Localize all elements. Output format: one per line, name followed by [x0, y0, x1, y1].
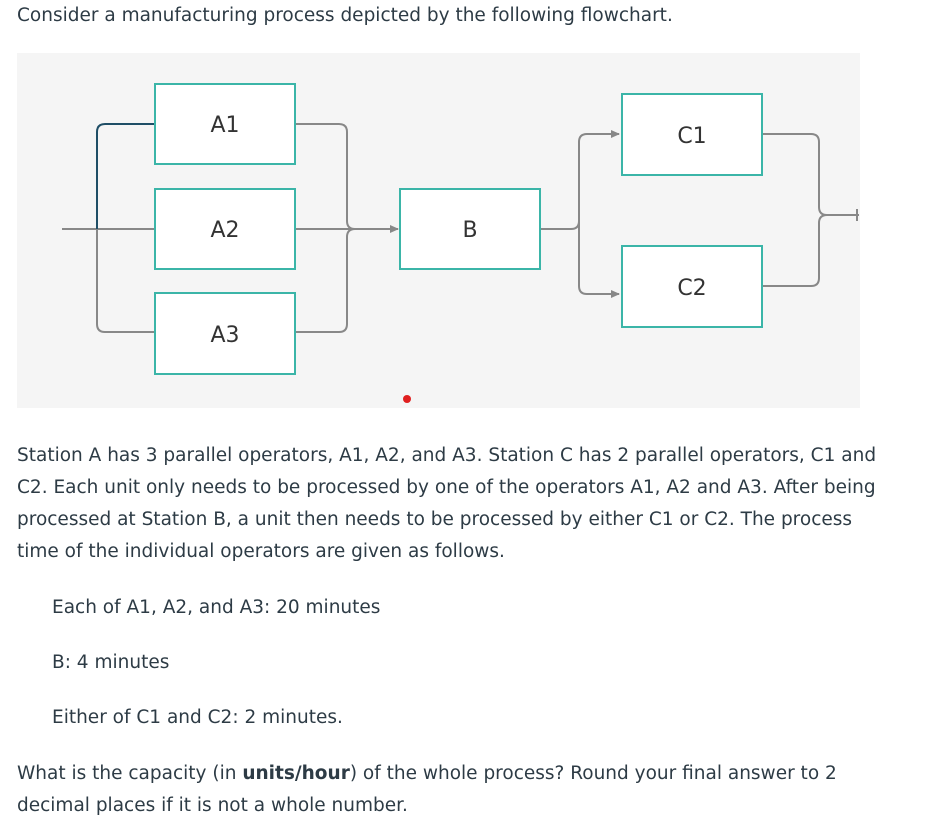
question-paragraph: What is the capacity (in units/hour) of … [17, 758, 877, 822]
b-to-c2-arrow [578, 229, 620, 298]
question-unit: units/hour [242, 763, 350, 784]
c2-out-line [762, 214, 828, 287]
question-after: ) of the whole process? Round your final… [17, 763, 837, 816]
node-a2-label: A2 [210, 218, 239, 243]
b-out-line [540, 220, 580, 230]
node-b-label: B [462, 218, 477, 243]
node-c1-label: C1 [677, 124, 706, 149]
intro-text: Consider a manufacturing process depicte… [17, 5, 673, 26]
flowchart-diagram: A1 A2 A3 B C1 C2 [17, 53, 860, 408]
branch-a1-line [96, 123, 155, 229]
description-paragraph: Station A has 3 parallel operators, A1, … [17, 445, 877, 562]
c1-out-line [762, 133, 859, 216]
time-a: Each of A1, A2, and A3: 20 minutes [52, 597, 381, 618]
question-before: What is the capacity (in [17, 763, 243, 784]
a3-out-line [295, 228, 356, 333]
node-a3-label: A3 [210, 323, 239, 348]
flowchart-svg: A1 A2 A3 B C1 C2 [62, 83, 859, 403]
branch-a3-line [96, 229, 155, 333]
time-b: B: 4 minutes [52, 652, 170, 673]
node-a1-label: A1 [210, 113, 239, 138]
node-b: B [399, 188, 541, 270]
node-a3: A3 [154, 292, 296, 375]
time-c: Either of C1 and C2: 2 minutes. [52, 707, 343, 728]
a1-out-line [295, 123, 356, 230]
node-a2: A2 [154, 188, 296, 270]
node-c1: C1 [621, 93, 763, 176]
node-c2-label: C2 [677, 276, 706, 301]
node-a1: A1 [154, 83, 296, 165]
b-to-c1-arrow [578, 130, 620, 229]
red-dot-marker [403, 395, 411, 403]
node-c2: C2 [621, 245, 763, 328]
